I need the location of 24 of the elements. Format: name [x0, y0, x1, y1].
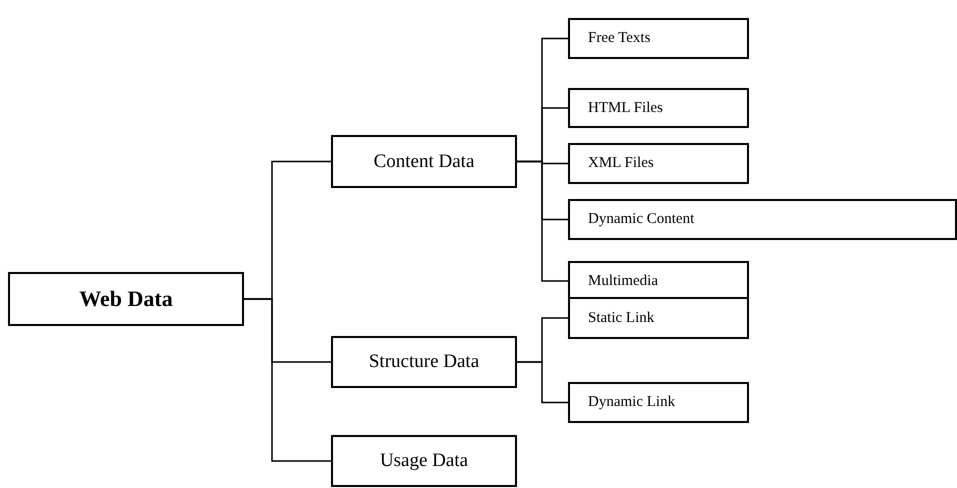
box: [568, 143, 749, 184]
box: [331, 135, 517, 188]
box: [568, 88, 749, 128]
box-label: Multimedia: [588, 272, 658, 290]
box-label: Dynamic Content: [588, 211, 694, 228]
box-label: Free Texts: [588, 30, 650, 47]
box: [568, 297, 749, 339]
box-label: HTML Files: [588, 100, 663, 116]
box: [568, 18, 749, 59]
box: [331, 435, 517, 487]
box-label: Content Data: [374, 150, 474, 172]
box-label: XML Files: [588, 155, 654, 172]
connector-line: [244, 298, 331, 462]
box: [8, 272, 244, 326]
box: [331, 336, 517, 388]
box-label: Usage Data: [380, 450, 468, 472]
box-label: Web Data: [79, 286, 173, 312]
connector-line: [517, 160, 568, 282]
box-label: Static Link: [588, 310, 654, 326]
connector-line: [517, 361, 568, 404]
box-label: Structure Data: [368, 351, 480, 373]
box: [568, 382, 749, 423]
box-label: Dynamic Link: [588, 394, 676, 411]
box: [568, 199, 957, 240]
